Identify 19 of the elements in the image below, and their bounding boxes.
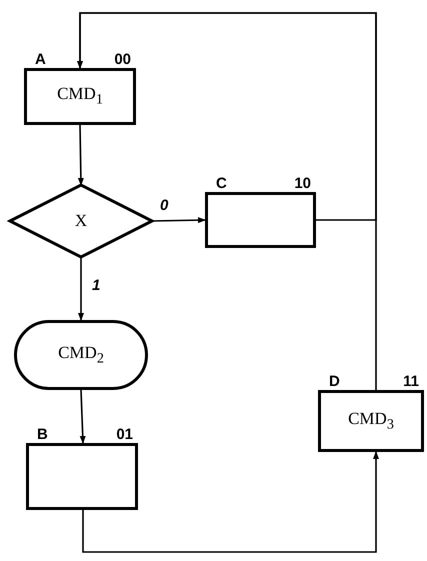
state-name: C [216, 175, 227, 193]
command-text: CMD$_{3}$ [348, 408, 394, 434]
decision-diamond [6, 183, 156, 259]
arrow [77, 12, 377, 390]
arrow [82, 451, 379, 553]
command-text: CMD$_{2}$ [58, 342, 104, 368]
condition-text: X [74, 211, 88, 231]
arrow [78, 257, 84, 321]
state-code: 01 [116, 426, 133, 444]
command-text: CMD$_{1}$ [57, 84, 103, 109]
state-code: 00 [114, 51, 131, 69]
state-name: D [329, 373, 340, 391]
arrow [80, 390, 86, 444]
state-name: B [37, 426, 48, 444]
arrow [78, 124, 84, 186]
arrow [152, 217, 206, 224]
state-name: A [35, 51, 46, 69]
state-code: 10 [294, 175, 311, 193]
state-code: 11 [403, 373, 419, 391]
